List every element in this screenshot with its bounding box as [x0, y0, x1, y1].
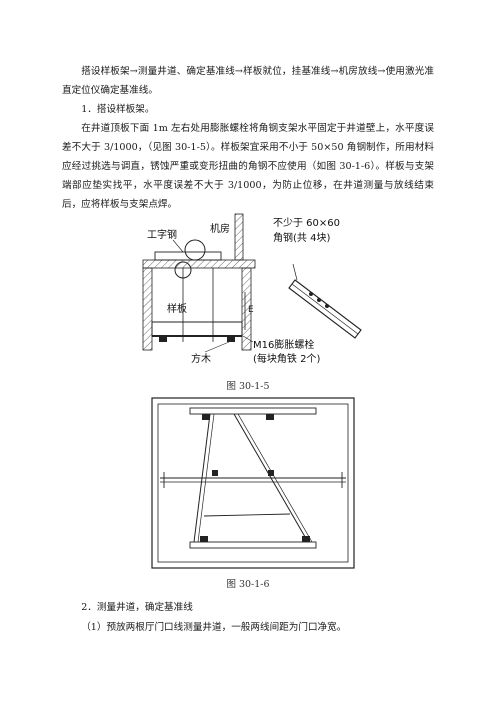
- label-ibeam: 工字钢: [147, 228, 177, 241]
- machine-room-wall: [234, 213, 244, 261]
- label-template: 样板: [167, 302, 187, 315]
- left-wall: [142, 267, 153, 351]
- label-machine-room: 机房: [210, 222, 230, 235]
- figure1-caption: 图 30-1-5: [226, 381, 270, 392]
- figure2-caption: 图 30-1-6: [226, 579, 270, 590]
- sheave-upper: [184, 239, 206, 261]
- shaft-outline-outer: [151, 397, 355, 569]
- top-slab: [142, 259, 256, 269]
- template-frame: [151, 321, 243, 337]
- step2-heading: 2．测量井道，确定基准线: [81, 602, 193, 613]
- step1-heading: 1．搭设样板架。: [81, 104, 155, 115]
- label-timber: 方木: [191, 352, 211, 365]
- label-bolt: M16膨胀螺栓: [253, 338, 314, 351]
- right-wall: [241, 267, 252, 351]
- step2-paragraph: （1）预放两根厅门口线测量井道，一般两线间距为门口净宽。: [81, 622, 347, 633]
- intro-paragraph: 搭设样板架→测量井道、确定基准线→样板就位，挂基准线→机房放线→使用激光准直定位…: [62, 66, 434, 96]
- label-angle-count: 角钢(共 4块): [273, 231, 330, 244]
- step1-paragraph: 在井道顶板下面 1m 左右处用膨胀螺栓将角钢支架水平固定于井道壁上，水平度误差不…: [62, 123, 434, 210]
- figure-30-1-6: [151, 397, 355, 569]
- label-bolt-count: (每块角铁 2个): [253, 352, 320, 365]
- figure-30-1-5: E 工字钢 机房 样板 方木 不少于 60×60 角钢(共 4块) M16膨胀螺…: [142, 213, 362, 365]
- label-angle-size: 不少于 60×60: [273, 217, 340, 229]
- label-e: E: [248, 305, 254, 315]
- shaft-outline-inner: [157, 403, 349, 563]
- angle-iron-detail: [288, 279, 362, 339]
